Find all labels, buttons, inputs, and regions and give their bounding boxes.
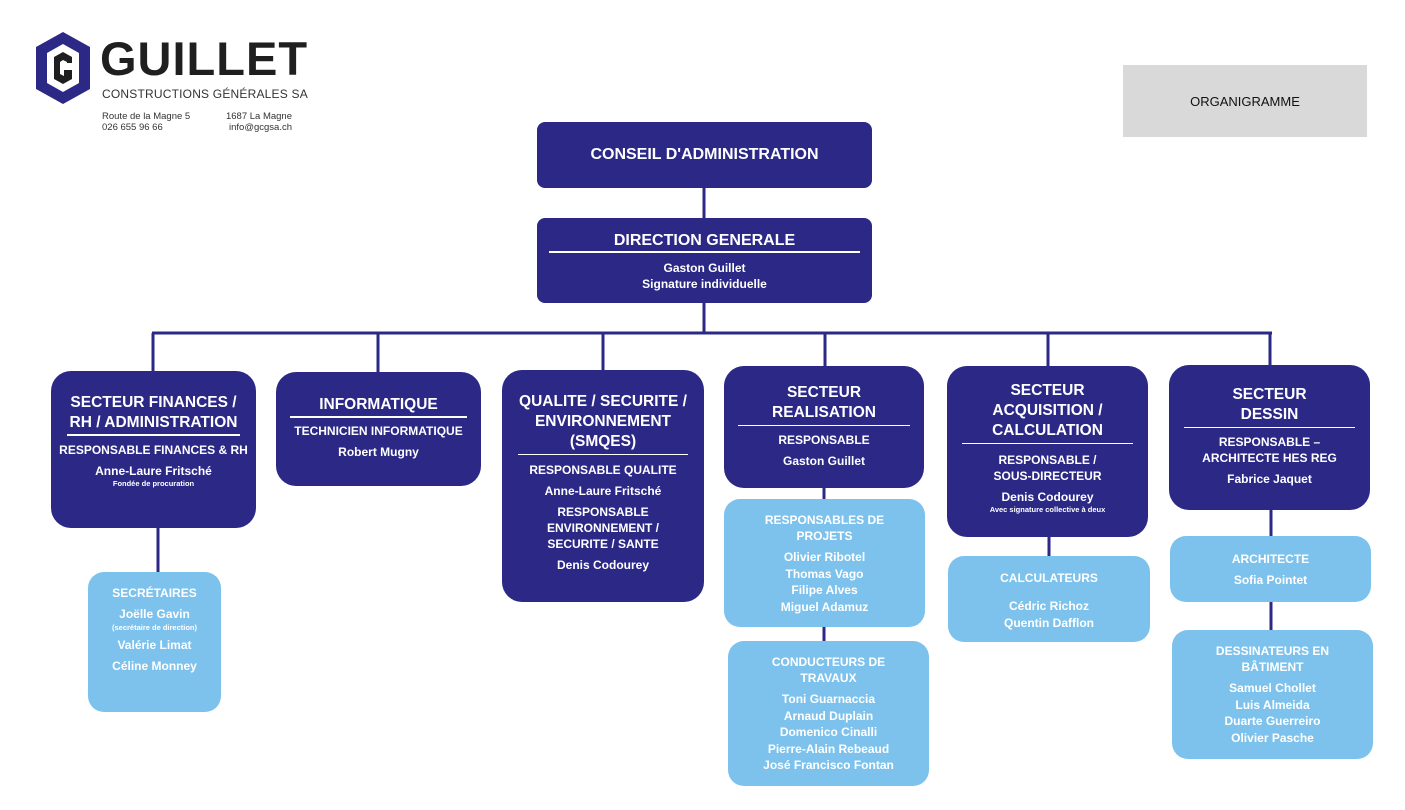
sector-informatique-rule [290, 416, 467, 418]
direction-title: DIRECTION GENERALE [613, 232, 796, 249]
sector-acquisition-rule [962, 443, 1133, 444]
address-street: Route de la Magne 5 [102, 111, 191, 122]
team-projets-member: Thomas Vago [785, 566, 864, 581]
sector-finances-title-2: RH / ADMINISTRATION [69, 414, 238, 431]
sector-dessin-title-1: SECTEUR [1232, 386, 1307, 403]
sector-acquisition-name: Denis Codourey [1001, 490, 1094, 504]
sector-qualite-role2-3: SECURITE / SANTE [547, 537, 659, 551]
board-title: CONSEIL D'ADMINISTRATION [590, 146, 819, 163]
team-secretaires-member-3: Céline Monney [112, 659, 197, 673]
team-secretaires-member-1-note: (secrétaire de direction) [111, 622, 198, 632]
address-phone: 026 655 96 66 [102, 121, 163, 133]
team-conducteurs-member: Arnaud Duplain [783, 708, 874, 723]
brand-name: GUILLET [100, 32, 309, 85]
team-calculateurs-member: Cédric Richoz [1008, 599, 1089, 613]
team-calculateurs-member: Quentin Dafflon [1004, 615, 1094, 630]
team-conducteurs-title-2: TRAVAUX [800, 671, 857, 685]
sector-qualite-role1: RESPONSABLE QUALITE [529, 463, 677, 477]
team-dessinateurs-title-2: BÂTIMENT [1241, 660, 1304, 674]
sector-informatique-title: INFORMATIQUE [319, 396, 438, 413]
sector-qualite-rule [518, 454, 688, 455]
sector-qualite-title-1: QUALITE / SECURITE / [519, 393, 687, 410]
sector-dessin-title-2: DESSIN [1240, 406, 1299, 423]
team-projets-member: Miguel Adamuz [780, 599, 869, 614]
team-conducteurs-member: Domenico Cinalli [779, 725, 878, 739]
sector-dessin-box: SECTEUR DESSIN RESPONSABLE – ARCHITECTE … [1169, 365, 1370, 510]
page-title-tag: ORGANIGRAMME [1123, 65, 1367, 137]
team-conducteurs-box: CONDUCTEURS DE TRAVAUX Toni Guarnaccia A… [728, 641, 929, 786]
direction-rule [549, 251, 860, 253]
team-conducteurs-member: Pierre-Alain Rebeaud [767, 741, 890, 756]
sector-finances-role: RESPONSABLE FINANCES & RH [59, 443, 248, 457]
brand-subtitle: CONSTRUCTIONS GÉNÉRALES SA [102, 87, 308, 101]
sector-qualite-role2-2: ENVIRONNEMENT / [546, 521, 659, 535]
sector-informatique-name: Robert Mugny [338, 445, 419, 459]
sector-acquisition-title-1: SECTEUR [1010, 382, 1085, 399]
direction-box: DIRECTION GENERALE Gaston Guillet Signat… [537, 218, 872, 303]
sector-realisation-box: SECTEUR REALISATION RESPONSABLE Gaston G… [724, 366, 924, 488]
sector-realisation-title-1: SECTEUR [786, 384, 862, 401]
logo-hexagon-icon [36, 32, 90, 104]
team-calculateurs-box: CALCULATEURS Cédric Richoz Quentin Daffl… [948, 556, 1150, 642]
sector-realisation-title-2: REALISATION [772, 404, 876, 421]
sector-qualite-title-3: (SMQES) [569, 433, 637, 450]
team-dessinateurs-member: Luis Almeida [1235, 697, 1310, 712]
team-projets-title-1: RESPONSABLES DE [764, 513, 885, 527]
team-conducteurs-member: Toni Guarnaccia [781, 692, 876, 706]
board-box: CONSEIL D'ADMINISTRATION [537, 122, 872, 188]
team-dessinateurs-member: Samuel Chollet [1229, 681, 1316, 695]
sector-realisation-rule [738, 425, 910, 426]
sector-qualite-box: QUALITE / SECURITE / ENVIRONNEMENT (SMQE… [502, 370, 704, 602]
sector-acquisition-title-2: ACQUISITION / [992, 402, 1103, 419]
team-projets-box: RESPONSABLES DE PROJETS Olivier Ribotel … [724, 499, 925, 627]
sector-realisation-role: RESPONSABLE [778, 433, 870, 447]
sector-finances-title-1: SECTEUR FINANCES / [70, 394, 237, 411]
sector-acquisition-note: Avec signature collective à deux [989, 505, 1106, 514]
sector-dessin-role-1: RESPONSABLE – [1218, 435, 1321, 449]
sector-acquisition-title-3: CALCULATION [992, 422, 1103, 439]
team-secretaires-member-2: Valérie Limat [117, 637, 192, 652]
direction-note: Signature individuelle [642, 277, 767, 291]
team-architecte-title: ARCHITECTE [1231, 552, 1310, 566]
sector-informatique-role: TECHNICIEN INFORMATIQUE [294, 424, 463, 438]
team-projets-title-2: PROJETS [796, 529, 853, 543]
sector-dessin-role-2: ARCHITECTE HES REG [1202, 451, 1337, 465]
team-secretaires-member-1: Joëlle Gavin [119, 607, 190, 621]
team-dessinateurs-member: Olivier Pasche [1231, 730, 1314, 745]
team-conducteurs-title-1: CONDUCTEURS DE [771, 655, 886, 669]
sector-acquisition-box: SECTEUR ACQUISITION / CALCULATION RESPON… [947, 366, 1148, 537]
sector-qualite-role2-1: RESPONSABLE [557, 505, 649, 519]
team-dessinateurs-box: DESSINATEURS EN BÂTIMENT Samuel Chollet … [1172, 630, 1373, 759]
sector-informatique-box: INFORMATIQUE TECHNICIEN INFORMATIQUE Rob… [276, 372, 481, 486]
sector-dessin-rule [1184, 427, 1355, 428]
company-logo: GUILLET CONSTRUCTIONS GÉNÉRALES SA Route… [34, 30, 308, 140]
direction-name: Gaston Guillet [663, 261, 746, 275]
address-city: 1687 La Magne [225, 111, 292, 122]
team-secretaires-box: SECRÉTAIRES Joëlle Gavin (secrétaire de … [88, 572, 221, 712]
sector-finances-note: Fondée de procuration [112, 479, 195, 488]
address-email: info@gcgsa.ch [229, 121, 292, 133]
team-secretaires-title: SECRÉTAIRES [112, 586, 197, 600]
sector-realisation-name: Gaston Guillet [782, 454, 865, 468]
address-block: Route de la Magne 5 026 655 96 66 [102, 111, 191, 133]
team-projets-member: Filipe Alves [791, 583, 858, 597]
sector-qualite-name2: Denis Codourey [556, 558, 649, 572]
team-conducteurs-member: José Francisco Fontan [763, 758, 894, 772]
team-architecte-box: ARCHITECTE Sofia Pointet [1170, 536, 1371, 602]
sector-qualite-name1: Anne-Laure Fritsché [544, 484, 662, 498]
sector-finances-name: Anne-Laure Fritsché [95, 464, 212, 478]
sector-finances-box: SECTEUR FINANCES / RH / ADMINISTRATION R… [51, 371, 256, 528]
team-dessinateurs-title-1: DESSINATEURS EN [1215, 644, 1330, 658]
sector-qualite-title-2: ENVIRONNEMENT [534, 413, 672, 430]
sector-dessin-name: Fabrice Jaquet [1227, 472, 1312, 486]
team-dessinateurs-member: Duarte Guerreiro [1224, 714, 1321, 728]
sector-acquisition-role-2: SOUS-DIRECTEUR [993, 469, 1102, 483]
team-calculateurs-title: CALCULATEURS [1000, 571, 1098, 585]
sector-acquisition-role-1: RESPONSABLE / [998, 453, 1097, 467]
team-projets-member: Olivier Ribotel [783, 550, 866, 564]
contact-block: 1687 La Magne info@gcgsa.ch [224, 111, 292, 133]
sector-finances-rule [67, 434, 240, 436]
team-architecte-member: Sofia Pointet [1233, 573, 1308, 587]
